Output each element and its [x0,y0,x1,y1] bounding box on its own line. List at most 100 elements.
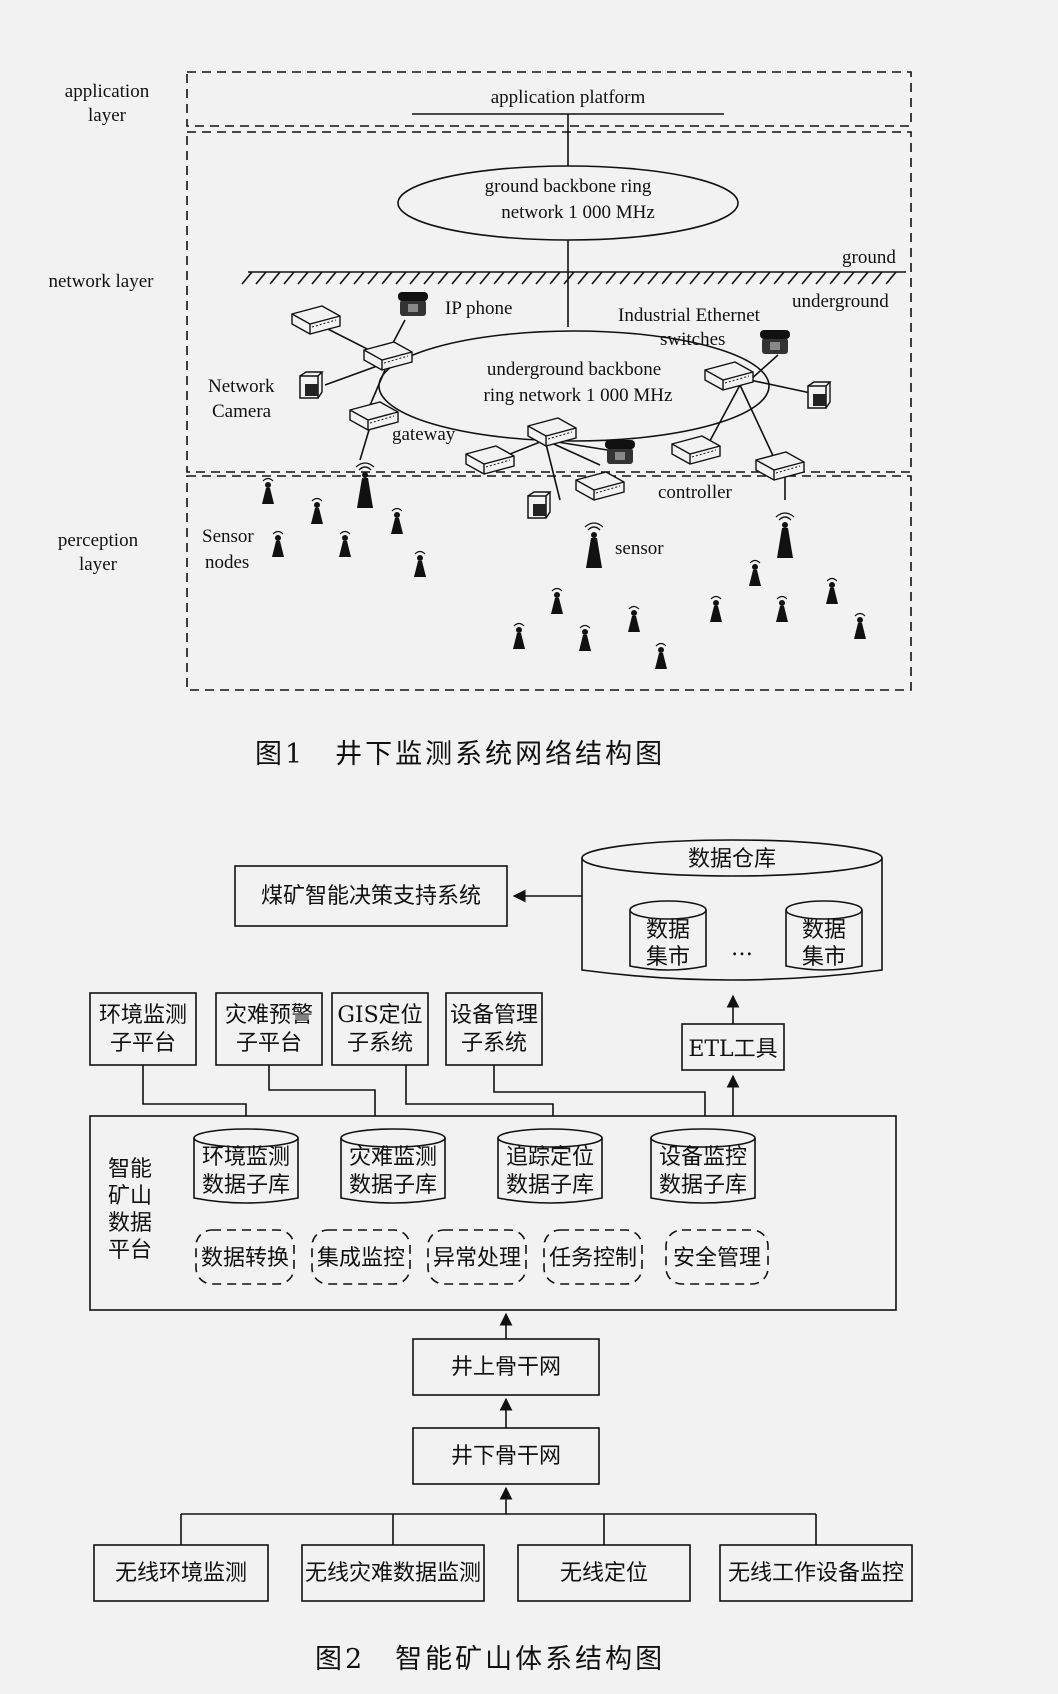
sensor-node-icon [271,530,285,558]
perception-layer-region [186,475,912,691]
sensor-tower-icon [775,512,795,559]
sensor-node-icon [512,622,526,650]
ground-backbone-label: 井上骨干网 [451,1355,561,1380]
datamart-1-line1: 数据 [646,918,690,943]
network-camera-icon [527,491,551,519]
subplatform-box [331,992,429,1066]
subplatforms: 环境监测 子平台 灾难预警 子平台 GIS定位 子系统 设备管理 子系统 [89,992,543,1066]
ethernet-switch-icon [704,361,754,391]
sensor-nodes [261,477,867,670]
databases: 环境监测 数据子库 灾难监测 数据子库 追踪定位 数据子库 设备监控 数据子库 [193,1128,756,1204]
wireless-boxes: 无线环境监测 无线灾难数据监测 无线定位 无线工作设备监控 [93,1544,913,1602]
subplatform-1-line2: 子平台 [110,1031,176,1056]
ind-ethernet-label-2: switches [660,329,725,350]
switch-icon [527,417,577,447]
db-4-line1: 设备监控 [659,1145,747,1170]
sensor-node-icon [261,477,275,505]
application-layer-label-1: application [65,81,150,102]
underground-label: underground [792,291,889,312]
function-5: 安全管理 [673,1246,761,1271]
db-1-line1: 环境监测 [202,1145,290,1170]
figure1-caption: 图1 井下监测系统网络结构图 [255,739,665,770]
platform-label-4: 平台 [108,1238,152,1263]
sensor-node-icon [775,595,789,623]
underground-backbone-box [412,1427,600,1485]
application-layer-region [186,71,912,127]
sensor-node-icon [338,530,352,558]
subplatform-2-line1: 灾难预警 [225,1003,313,1028]
wireless-1: 无线环境监测 [115,1561,247,1586]
switch-icon [363,341,413,371]
data-platform-frame [89,1115,897,1311]
switch-icon [671,435,721,465]
sensor-node-icon [413,550,427,578]
sensor-node-icon [310,497,324,525]
sensor-tower-icon [584,522,604,569]
ground-ring-label-1: ground backbone ring [485,176,652,197]
underground-ring-label-1: underground backbone [487,359,661,380]
db-3-line2: 数据子库 [506,1173,594,1198]
data-mart [629,910,707,971]
subplatform-3-line1: GIS定位 [337,1003,422,1028]
function-4: 任务控制 [549,1246,637,1271]
wireless-box [93,1544,269,1602]
switch-icon [465,445,515,475]
decision-system-label: 煤矿智能决策支持系统 [261,884,481,909]
sensor-tower-icon [355,462,375,509]
wireless-2: 无线灾难数据监测 [305,1561,481,1586]
sensor-nodes-label-1: Sensor [202,526,254,547]
sensor-nodes-label-2: nodes [205,552,249,573]
sensor-node-icon [825,577,839,605]
warehouse-label: 数据仓库 [688,847,776,872]
db-2-line2: 数据子库 [349,1173,437,1198]
subplatform-2-line2: 子平台 [236,1031,302,1056]
wireless-box [301,1544,485,1602]
figure1: application layer network layer percepti… [49,71,912,770]
network-camera-icon [807,381,831,409]
datamart-2-line2: 集市 [802,945,846,970]
db-1-line2: 数据子库 [202,1173,290,1198]
figure2: 煤矿智能决策支持系统 数据仓库 数据 集市 数据 集市 … ETL工具 环境监测… [89,839,913,1675]
sensor-label: sensor [615,538,664,559]
subplatform-4-line2: 子系统 [461,1031,527,1056]
subplatform-box [89,992,197,1066]
ground-ring-label-2: network 1 000 MHz [501,202,655,223]
network-camera-icon [299,371,323,399]
perception-layer-label-1: perception [58,530,139,551]
datamart-1-line2: 集市 [646,945,690,970]
sensor-node-icon [748,559,762,587]
perception-layer-label-2: layer [79,554,118,575]
network-layer-label: network layer [49,271,155,292]
etl-label: ETL工具 [688,1037,777,1062]
underground-backbone-label: 井下骨干网 [451,1444,561,1469]
wireless-3: 无线定位 [560,1561,648,1586]
wireless-bus [180,1513,817,1545]
function-1: 数据转换 [201,1246,289,1271]
controller-label: controller [658,482,733,503]
application-layer-label-2: layer [88,105,127,126]
switch-icon [291,305,341,335]
db-4-line2: 数据子库 [659,1173,747,1198]
subplatform-4-line1: 设备管理 [450,1003,538,1028]
ground-backbone-box [412,1338,600,1396]
sensor-node-icon [853,612,867,640]
network-camera-label-1: Network [208,376,275,397]
ip-phone-label: IP phone [445,298,512,319]
function-3: 异常处理 [433,1246,521,1271]
datamart-2-line1: 数据 [802,918,846,943]
db-2-line1: 灾难监测 [349,1145,437,1170]
sensor-node-icon [627,605,641,633]
network-layer-region [186,131,912,473]
functions: 数据转换 集成监控 异常处理 任务控制 安全管理 [195,1229,769,1285]
subplatform-3-line2: 子系统 [347,1031,413,1056]
gateway-switch-icon [349,401,399,431]
ground-label: ground [842,247,896,268]
data-warehouse [581,858,883,981]
platform-label-2: 矿山 [108,1184,152,1209]
platform-label-3: 数据 [108,1211,152,1236]
db-3-line1: 追踪定位 [506,1145,594,1170]
application-platform-label: application platform [491,87,646,108]
function-2: 集成监控 [317,1246,405,1271]
sensor-node-icon [709,595,723,623]
